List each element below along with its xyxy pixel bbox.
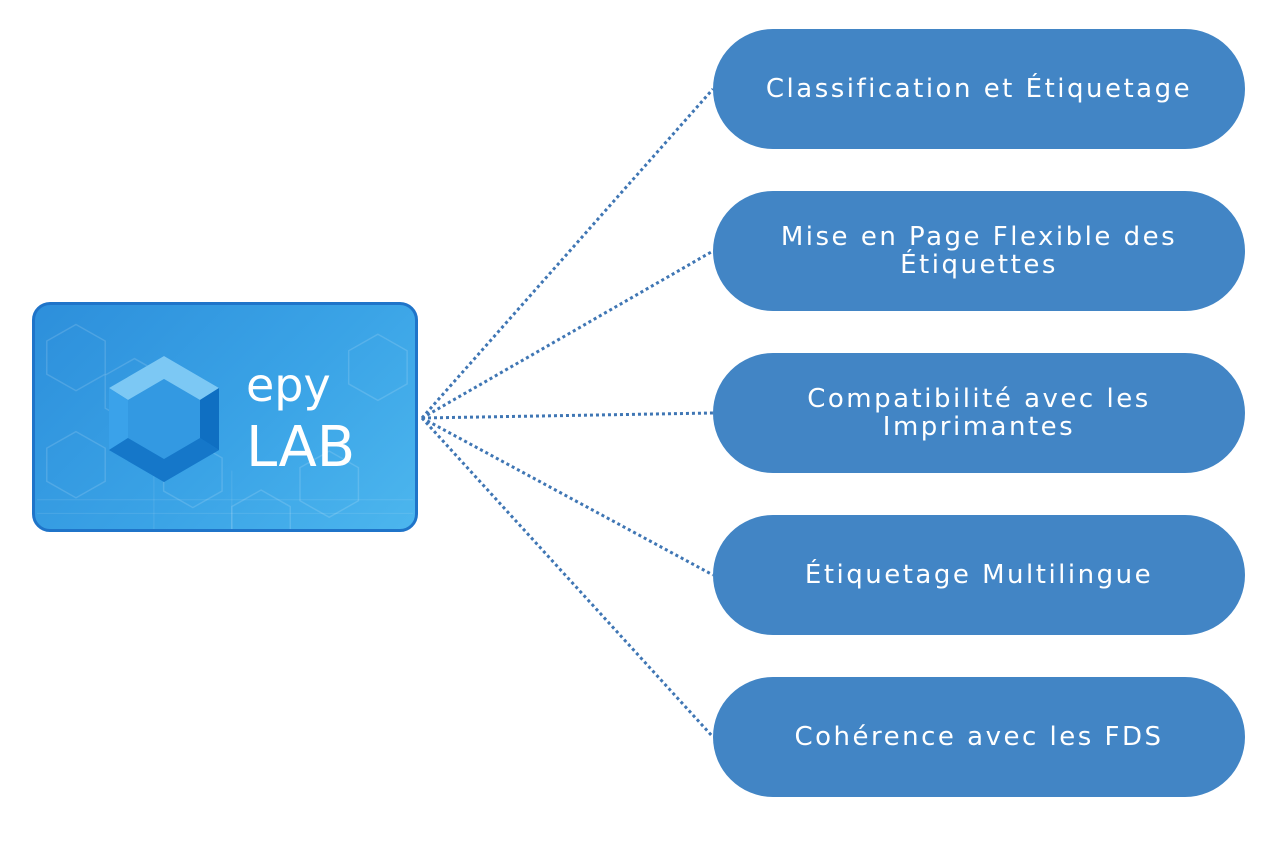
logo-text-lab: LAB <box>246 415 356 480</box>
feature-label: Compatibilité avec les Imprimantes <box>807 384 1151 442</box>
hexagon-logo-icon <box>109 356 219 482</box>
hexagon-pattern <box>37 323 413 529</box>
connector-line-0 <box>420 88 715 419</box>
feature-compatibilite-imprimantes: Compatibilité avec les Imprimantes <box>713 353 1245 473</box>
feature-label: Cohérence avec les FDS <box>794 722 1164 752</box>
feature-label: Étiquetage Multilingue <box>804 560 1154 590</box>
logo-text-epy: epy <box>246 358 331 412</box>
feature-classification-etiquetage: Classification et Étiquetage <box>713 29 1245 149</box>
feature-label: Mise en Page Flexible des Étiquettes <box>780 222 1178 280</box>
epylab-logo-card <box>32 302 418 532</box>
feature-label: Classification et Étiquetage <box>765 74 1193 104</box>
connector-line-3 <box>421 416 714 577</box>
feature-coherence-fds: Cohérence avec les FDS <box>713 677 1245 797</box>
feature-mise-en-page-flexible: Mise en Page Flexible des Étiquettes <box>713 191 1245 311</box>
connector-line-4 <box>420 416 715 739</box>
connector-line-1 <box>421 249 714 420</box>
connector-line-2 <box>421 411 714 420</box>
feature-etiquetage-multilingue: Étiquetage Multilingue <box>713 515 1245 635</box>
